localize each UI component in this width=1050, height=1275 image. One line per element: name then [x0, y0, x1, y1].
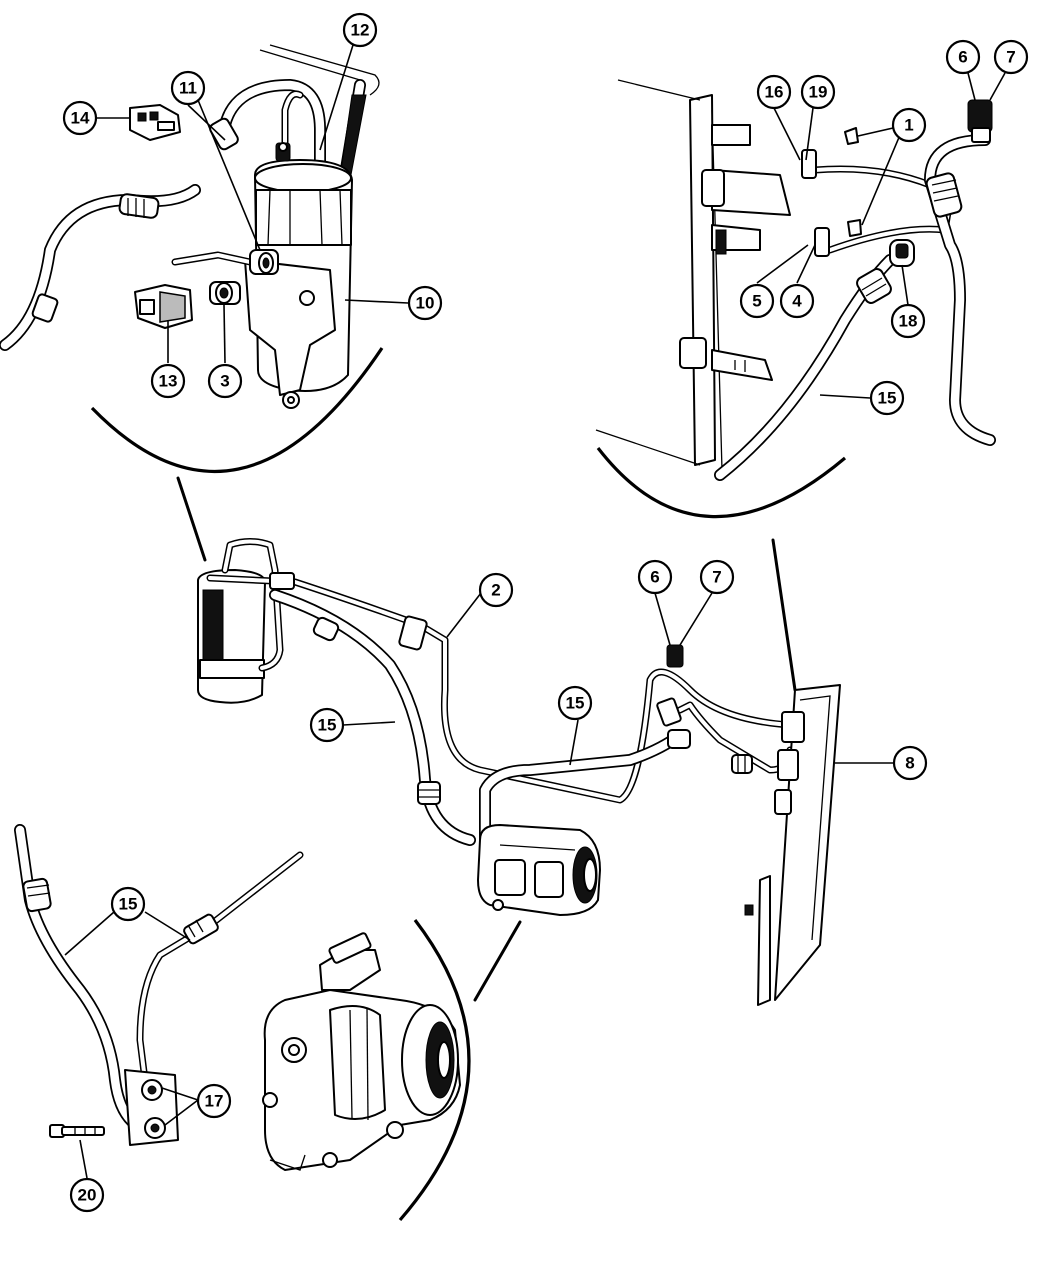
leader-lines — [64, 44, 1006, 1179]
svg-text:15: 15 — [119, 895, 138, 914]
svg-text:8: 8 — [905, 754, 914, 773]
callout-5: 5 — [739, 283, 775, 319]
callout-17: 17 — [196, 1083, 232, 1119]
compressor-detail-view — [262, 932, 461, 1171]
callout-4: 4 — [779, 283, 815, 319]
accumulator-detail-view — [0, 44, 380, 409]
svg-text:13: 13 — [159, 372, 178, 391]
svg-text:10: 10 — [416, 294, 435, 313]
callout-7-top: 7 — [993, 39, 1029, 75]
callout-16: 16 — [756, 74, 792, 110]
svg-text:15: 15 — [566, 694, 585, 713]
detail-view-outlines — [90, 347, 847, 1222]
main-plumbing-assembly — [197, 538, 841, 1006]
callout-7-center: 7 — [699, 559, 735, 595]
svg-text:4: 4 — [792, 292, 802, 311]
condenser — [744, 684, 841, 1006]
callout-8: 8 — [892, 745, 928, 781]
accumulator-canister — [244, 142, 353, 409]
tube-fittings — [801, 99, 993, 304]
svg-text:15: 15 — [878, 389, 897, 408]
callout-13: 13 — [150, 363, 186, 399]
svg-text:14: 14 — [71, 109, 90, 128]
callout-20: 20 — [69, 1177, 105, 1213]
bolt-part — [49, 1124, 105, 1138]
svg-text:12: 12 — [351, 21, 370, 40]
svg-text:15: 15 — [318, 716, 337, 735]
callout-15-center: 15 — [557, 685, 593, 721]
svg-text:16: 16 — [765, 83, 784, 102]
callout-19: 19 — [800, 74, 836, 110]
clip-part — [134, 284, 193, 329]
svg-text:3: 3 — [220, 372, 229, 391]
callout-6-top: 6 — [945, 39, 981, 75]
svg-text:7: 7 — [1006, 48, 1015, 67]
callout-3: 3 — [207, 363, 243, 399]
callout-12: 12 — [342, 12, 378, 48]
svg-text:6: 6 — [958, 48, 967, 67]
callout-15-bottom-left: 15 — [110, 886, 146, 922]
svg-text:6: 6 — [650, 568, 659, 587]
manifold-detail-view — [14, 824, 304, 1146]
svg-text:19: 19 — [809, 83, 828, 102]
callout-14: 14 — [62, 100, 98, 136]
svg-text:5: 5 — [752, 292, 761, 311]
main-line-fittings — [269, 572, 753, 805]
callout-1: 1 — [891, 107, 927, 143]
callout-18: 18 — [890, 303, 926, 339]
callout-6-center: 6 — [637, 559, 673, 595]
accumulator-center — [197, 538, 284, 704]
svg-text:2: 2 — [491, 581, 500, 600]
callout-11: 11 — [170, 70, 206, 106]
hose-ribbed-fitting — [31, 193, 160, 323]
svg-text:7: 7 — [712, 568, 721, 587]
svg-text:20: 20 — [78, 1186, 97, 1205]
svg-text:11: 11 — [179, 79, 197, 98]
callout-10: 10 — [407, 285, 443, 321]
callout-15-top-right: 15 — [869, 380, 905, 416]
electrical-connector-part — [129, 104, 181, 141]
condenser-connection-detail-view — [595, 79, 996, 481]
callout-15-left: 15 — [309, 707, 345, 743]
svg-text:17: 17 — [205, 1092, 224, 1111]
svg-text:1: 1 — [904, 116, 913, 135]
o-ring-seal — [209, 117, 279, 305]
callout-2: 2 — [478, 572, 514, 608]
compressor-center — [477, 824, 601, 916]
condenser-brackets — [679, 124, 791, 381]
svg-text:18: 18 — [899, 312, 918, 331]
